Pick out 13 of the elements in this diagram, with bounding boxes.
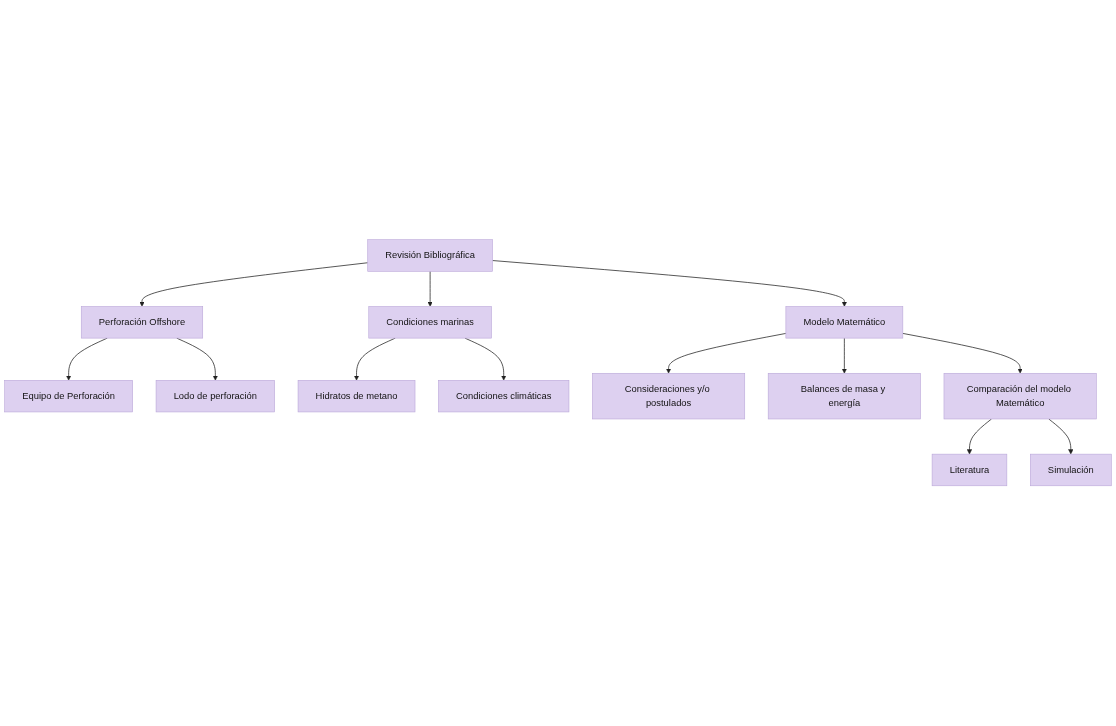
node-box: Literatura — [931, 454, 1008, 487]
node-box: Simulación — [1030, 454, 1112, 487]
node-box: Hidratos de metano — [297, 380, 416, 413]
node-box: Revisión Bibliográfica — [367, 239, 493, 272]
node-box: Comparación del modelo Matemático — [943, 373, 1097, 420]
node-box: Condiciones marinas — [368, 306, 492, 339]
node-box: Consideraciones y/o postulados — [592, 373, 746, 420]
node-box: Perforación Offshore — [80, 306, 204, 339]
node-box: Lodo de perforación — [155, 380, 275, 413]
node-box: Modelo Matemático — [785, 306, 904, 339]
node-box: Condiciones climáticas — [438, 380, 570, 413]
node-box: Equipo de Perforación — [4, 380, 133, 413]
node-box: Balances de masa y energía — [767, 373, 921, 420]
